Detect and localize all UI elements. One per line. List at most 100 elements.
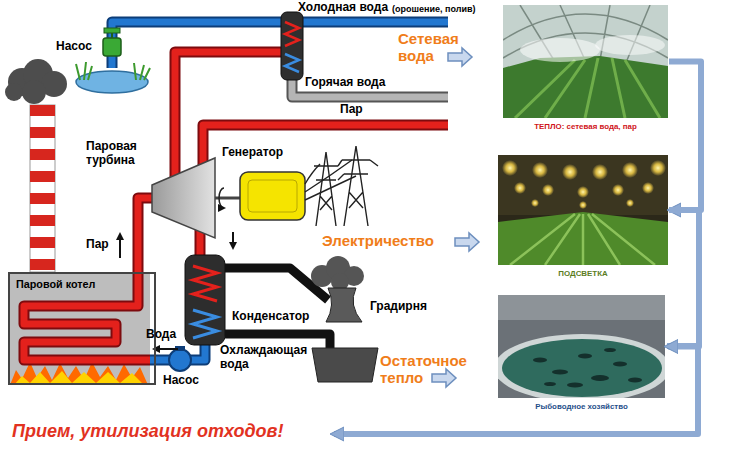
- pipe-part: [112, 22, 448, 68]
- lighting-photo-part: [498, 155, 668, 265]
- part-label: Холодная вода: [298, 1, 388, 15]
- lighting-photo-part: [612, 184, 624, 196]
- part-label: Насос: [56, 40, 92, 54]
- condenser-part: [193, 266, 217, 301]
- lighting-photo-part: [532, 162, 548, 178]
- fishfarm-photo-part: [498, 334, 665, 398]
- photo-caption: Рыбоводное хозяйство: [498, 401, 665, 412]
- pipe-part: [203, 125, 448, 170]
- photo-caption: ТЕПЛО: сетевая вода, пар: [503, 121, 668, 132]
- chimney-part: [30, 149, 55, 160]
- heat-exchanger-part: [281, 12, 303, 80]
- greenhouse-photo-part: [595, 35, 665, 55]
- cooling-tower: [326, 288, 362, 322]
- pond-part: [76, 62, 150, 80]
- hollow-arrow: [432, 48, 479, 387]
- pump-valve-part: [103, 38, 121, 56]
- hollow-arrow-part: [448, 48, 472, 66]
- chimney-part: [30, 215, 55, 226]
- turbine: [152, 158, 215, 238]
- part-label: Паровая турбина: [86, 140, 156, 168]
- fishfarm-photo-part-part: [544, 382, 556, 386]
- photo-panel: Рыбоводное хозяйство: [498, 295, 665, 414]
- lighting-photo-part: [579, 201, 587, 209]
- lighting-photo-part: [650, 160, 666, 176]
- part-label: Горячая вода: [305, 76, 385, 90]
- chimney-part: [30, 127, 55, 138]
- boiler-box: Паровой котел: [8, 272, 156, 385]
- lighting-photo-part: [542, 184, 554, 196]
- boiler-label: Паровой котел: [10, 274, 154, 294]
- chimney-part: [30, 171, 55, 182]
- fishfarm-photo-part-part: [533, 358, 547, 363]
- pump-valve-part: [104, 28, 120, 33]
- flow-label: Электричество: [322, 232, 434, 249]
- photo-panel: ТЕПЛО: сетевая вода, пар: [503, 5, 668, 134]
- power-line-part: [342, 146, 370, 226]
- part-label: (орошение, полив): [392, 4, 475, 14]
- pump-valve: [103, 28, 121, 56]
- pump-valve-part: [111, 33, 113, 38]
- smoke-cloud-part: [5, 83, 23, 101]
- flow-arrow: [119, 234, 121, 258]
- fishfarm-photo: [498, 295, 665, 398]
- heat-exchanger-part: [285, 54, 299, 72]
- photo-caption: ПОДСВЕТКА: [498, 268, 668, 279]
- flow-arrow: [154, 348, 178, 350]
- condenser: [185, 255, 225, 345]
- chimney-part: [30, 259, 55, 270]
- lighting-photo: [498, 155, 668, 265]
- greenhouse-photo-part: [520, 38, 600, 62]
- hollow-arrow-part: [432, 369, 456, 387]
- part-label: Пар: [86, 238, 109, 252]
- part-label: Градирня: [370, 300, 427, 314]
- fishfarm-photo-part-part: [578, 354, 592, 359]
- lighting-photo-part: [622, 162, 638, 178]
- chimney-part: [30, 193, 55, 204]
- power-line-part: [338, 160, 378, 180]
- greenhouse-photo: [503, 5, 668, 118]
- flow-connector: [669, 62, 701, 211]
- flow-label: Остаточное тепло: [380, 352, 485, 387]
- shaft: [215, 188, 240, 208]
- chimney: [30, 105, 55, 272]
- lighting-photo-part: [592, 164, 608, 180]
- lighting-photo-part: [502, 160, 518, 176]
- chimney-part: [30, 105, 55, 116]
- flow-arrow: [232, 232, 234, 248]
- pond: [76, 62, 150, 93]
- part-label: Конденсатор: [232, 310, 309, 324]
- flow-arrow: [334, 346, 698, 434]
- smoke-cloud-part: [22, 80, 46, 104]
- greenhouse-photo-part: [503, 56, 668, 118]
- greenhouse-photo-part: [515, 58, 660, 118]
- pond-part: [76, 71, 148, 93]
- shaft-part: [219, 188, 224, 208]
- smoke-cloud: [5, 59, 67, 104]
- cooling-basin: [312, 348, 378, 382]
- lighting-photo-part: [562, 164, 578, 180]
- fishfarm-photo-part: [533, 348, 642, 388]
- generator-part: [240, 172, 305, 220]
- lighting-photo-part: [531, 199, 539, 207]
- heat-exchanger: [281, 12, 303, 80]
- lighting-photo-part: [498, 212, 668, 265]
- generator-part: [248, 180, 297, 212]
- part-label: Насос: [163, 374, 199, 388]
- power-line: [305, 146, 378, 226]
- fishfarm-photo-part-part: [604, 348, 616, 352]
- generator: [240, 172, 305, 220]
- photo-panel: ПОДСВЕТКА: [498, 155, 668, 281]
- pipe-part: [112, 22, 448, 68]
- pump-part: [169, 349, 191, 371]
- chimney-part: [30, 105, 55, 272]
- lighting-photo-part: [626, 199, 634, 207]
- pipe-part: [175, 52, 282, 178]
- pipe-part: [203, 125, 448, 170]
- fishfarm-photo-part-part: [567, 383, 583, 388]
- fishfarm-photo-part: [502, 339, 662, 397]
- part-label: Генератор: [222, 146, 283, 160]
